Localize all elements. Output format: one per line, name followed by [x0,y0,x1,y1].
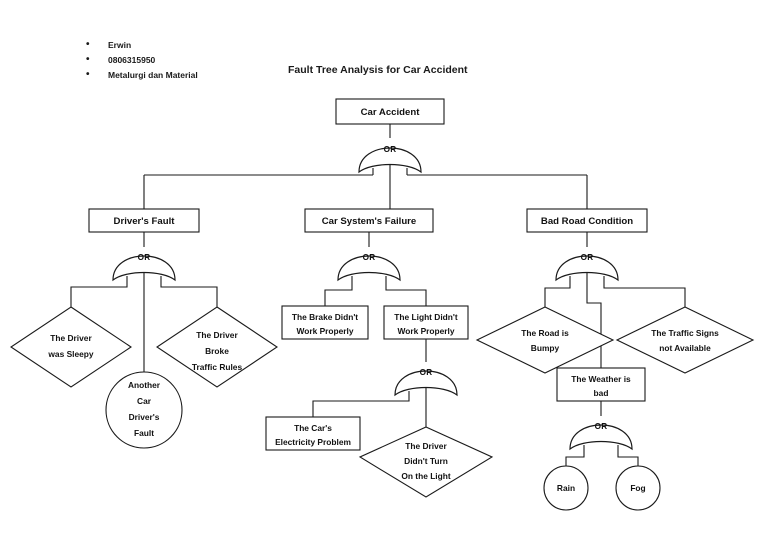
connector-weather-children [565,445,639,466]
list-item: 0806315950 [86,52,198,68]
node-driver-no-light-label-3: On the Light [401,471,451,481]
node-driver-broke-rules-diamond [156,306,278,388]
node-another-driver-fault-label-3: Driver's [129,412,160,422]
node-fog-circle [615,465,661,511]
node-another-driver-fault-circle [105,371,183,449]
node-another-driver-fault-label-4: Fault [134,428,154,438]
node-driver-sleepy-diamond [10,306,132,388]
gate-top-or: OR [358,145,422,173]
node-road-bumpy-label-2: Bumpy [531,343,560,353]
node-weather-bad-box [556,367,646,402]
node-top-event-label: Car Accident [361,107,421,118]
node-fog-label: Fog [630,483,645,493]
gate-driver-or: OR [112,253,176,281]
node-rain-label: Rain [557,483,575,493]
connector-driver-children [70,272,218,372]
gate-weather-or: OR [569,422,633,450]
node-driver-no-light-label-1: The Driver [405,441,447,451]
node-car-electricity-label-1: The Car's [294,423,332,433]
node-driver-no-light-label-2: Didn't Turn [404,456,448,466]
node-driver-sleepy-label-2: was Sleepy [47,349,94,359]
node-driver-broke-rules-label-3: Traffic Rules [192,362,243,372]
list-item: Erwin [86,37,198,53]
node-light-failure-label-2: Work Properly [397,326,454,336]
gate-light-or-label: OR [420,368,433,377]
node-another-driver-fault-label-2: Car [137,396,152,406]
node-driver-no-light-diamond [358,426,494,498]
node-weather-bad-label-2: bad [594,388,609,398]
node-weather-bad-label-1: The Weather is [571,374,631,384]
connector-system-children [324,276,427,306]
node-driver-sleepy-label-1: The Driver [50,333,92,343]
node-rain-circle [543,465,589,511]
gate-system-or: OR [337,253,401,281]
node-road-bumpy-label-1: The Road is [521,328,569,338]
list-item: Metalurgi dan Material [86,67,198,83]
node-car-system-failure-label: Car System's Failure [322,216,417,227]
node-traffic-signs-label-1: The Traffic Signs [651,328,719,338]
node-top-event-box [335,98,445,125]
node-car-electricity-box [265,416,361,451]
gate-weather-or-label: OR [595,422,608,431]
gate-road-or: OR [555,253,619,281]
node-car-electricity-label-2: Electricity Problem [275,437,351,447]
author-info-list: Erwin 0806315950 Metalurgi dan Material [86,37,198,83]
gate-system-or-label: OR [363,253,376,262]
node-bad-road-condition-label: Bad Road Condition [541,216,633,227]
node-brake-failure-label-2: Work Properly [296,326,353,336]
connector-light-children [312,387,427,427]
gate-top-or-label: OR [384,145,397,154]
node-brake-failure-box [281,305,369,340]
node-driver-broke-rules-label-1: The Driver [196,330,238,340]
node-traffic-signs-diamond [615,306,755,374]
diagram-title: Fault Tree Analysis for Car Accident [288,64,468,76]
node-brake-failure-label-1: The Brake Didn't [292,312,358,322]
node-another-driver-fault-label-1: Another [128,380,161,390]
node-drivers-fault-label: Driver's Fault [114,216,176,227]
node-driver-broke-rules-label-2: Broke [205,346,229,356]
node-traffic-signs-label-2: not Available [659,343,711,353]
gate-light-or: OR [394,368,458,396]
node-road-bumpy-diamond [475,306,615,374]
gate-driver-or-label: OR [138,253,151,262]
connector-level2-bus [143,174,588,209]
gate-road-or-label: OR [581,253,594,262]
node-light-failure-label-1: The Light Didn't [394,312,458,322]
